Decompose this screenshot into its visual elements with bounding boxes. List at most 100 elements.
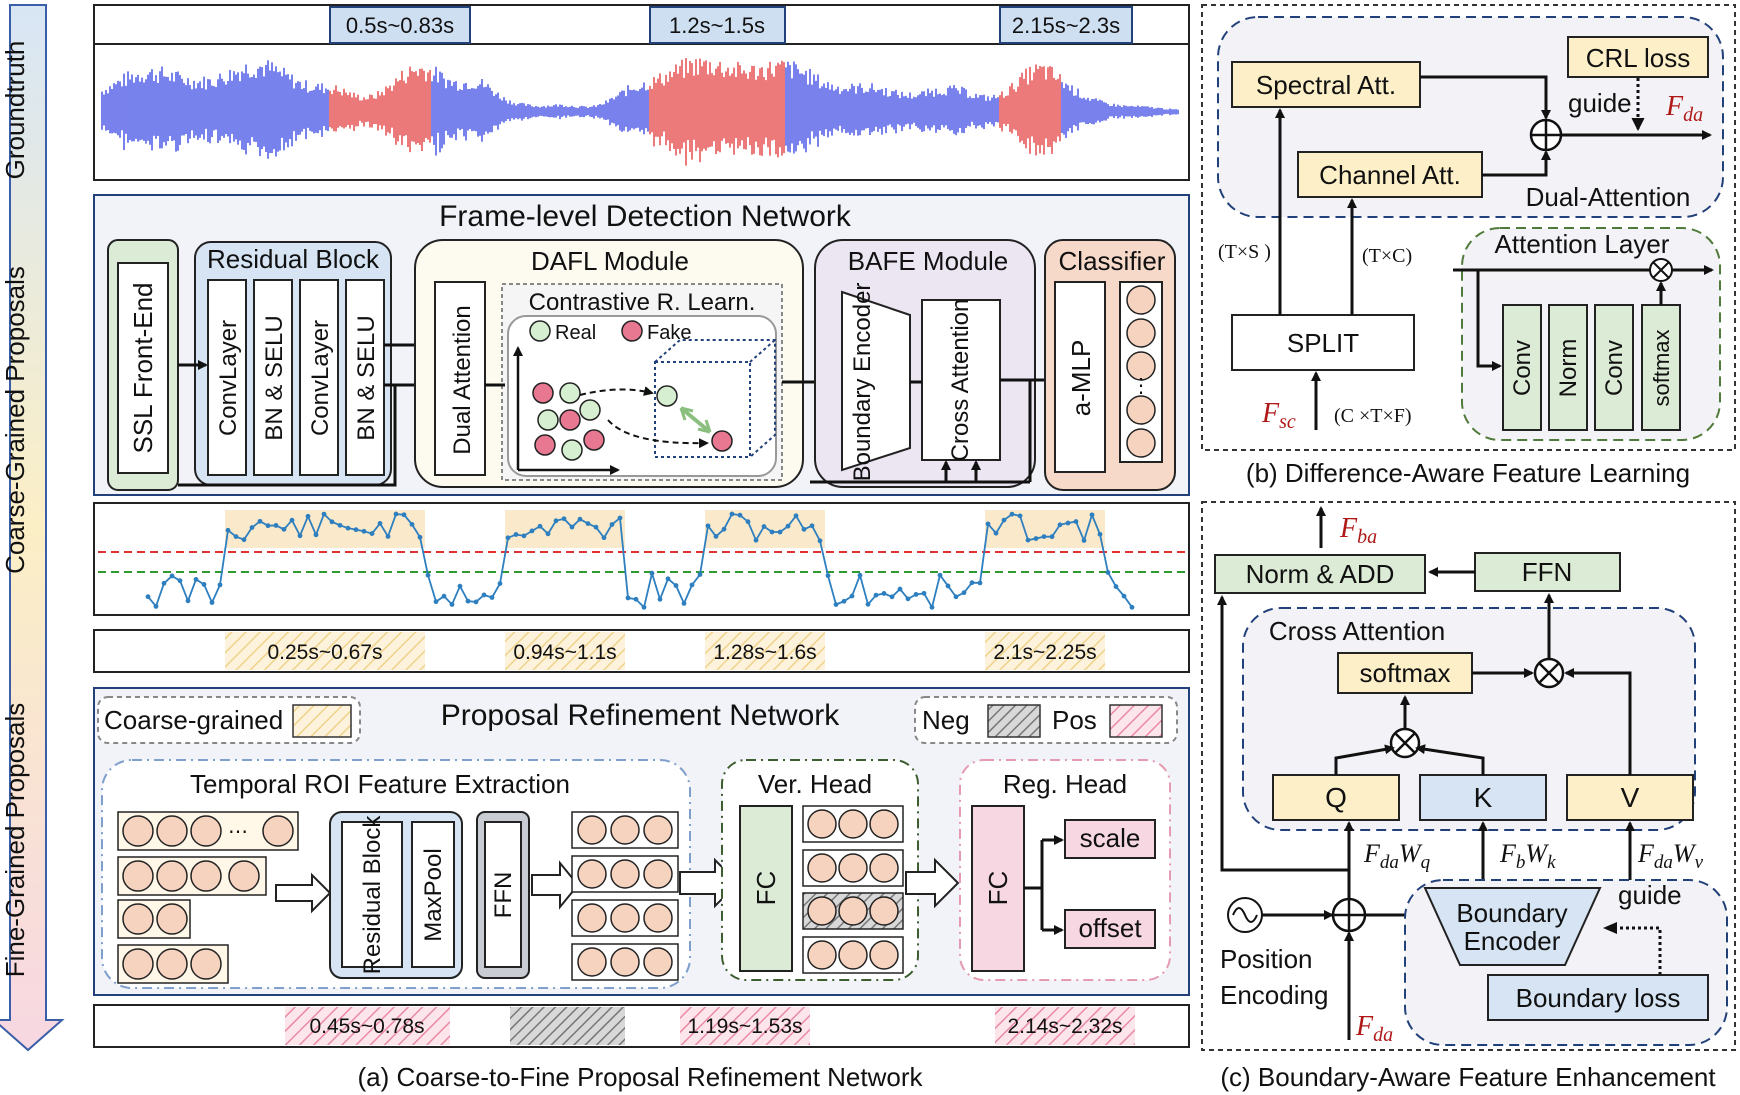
- gt-segment: 0.5s~0.83s: [329, 6, 471, 44]
- fba-output-label: Fba: [1339, 513, 1377, 548]
- fdn-title: Frame-level Detection Network: [439, 200, 852, 233]
- svg-text:0.45s~0.78s: 0.45s~0.78s: [309, 1015, 424, 1038]
- prn-ffn-block: FFN: [490, 872, 517, 919]
- dual-attention-block: Dual Attention: [449, 305, 476, 454]
- ver-head-outputs: [802, 805, 904, 974]
- a-mlp-label: a-MLP: [1066, 340, 1096, 417]
- fda-wv-label: FdaWv: [1637, 839, 1704, 873]
- coarse-segment: 2.1s~2.25s: [985, 632, 1105, 670]
- residual-layer: ConvLayer: [215, 320, 242, 436]
- svg-text:Real: Real: [555, 322, 596, 344]
- boundary-encoder-label: Boundary Encoder: [849, 283, 876, 482]
- v-block: V: [1621, 782, 1640, 813]
- panel-boundary-aware: Fba Norm & ADD FFN Cross Attention softm…: [1201, 501, 1736, 1092]
- ver-head-title: Ver. Head: [758, 769, 872, 799]
- svg-text:0.5s~0.83s: 0.5s~0.83s: [346, 13, 454, 38]
- attention-layer-label: Attention Layer: [1495, 229, 1670, 259]
- att-layer-block: Conv: [1509, 340, 1536, 396]
- svg-text:0.94s~1.1s: 0.94s~1.1s: [513, 641, 616, 664]
- frame-score-line: [145, 511, 1135, 610]
- offset-output: offset: [1078, 913, 1142, 943]
- att-layer-block: Conv: [1601, 340, 1628, 396]
- ver-fc-block: FC: [751, 871, 781, 906]
- legend-coarse-swatch: [292, 704, 352, 738]
- maxpool-block: MaxPool: [420, 848, 447, 941]
- gt-segment: 2.15s~2.3s: [999, 6, 1133, 44]
- reg-fc-block: FC: [983, 871, 1013, 906]
- softmax-block-c: softmax: [1359, 658, 1450, 688]
- fine-negative-segment: [510, 1007, 625, 1045]
- residual-layer: BN & SELU: [353, 315, 380, 440]
- side-label-fine: Fine-Grained Proposals: [0, 703, 30, 978]
- boundary-loss: Boundary loss: [1516, 983, 1681, 1013]
- prn-title: Proposal Refinement Network: [441, 699, 841, 732]
- fine-segment: 0.45s~0.78s: [285, 1007, 450, 1045]
- svg-text:2.1s~2.25s: 2.1s~2.25s: [993, 641, 1096, 664]
- att-layer-block: softmax: [1649, 329, 1674, 406]
- roi-pooled-features: [571, 811, 679, 981]
- frame-level-detection-network: Frame-level Detection Network SSL Front-…: [93, 194, 1190, 496]
- cross-attention-label: Cross Attention: [947, 299, 974, 462]
- residual-layer: BN & SELU: [261, 315, 288, 440]
- boundary-encoder-c: Boundary: [1456, 898, 1567, 928]
- legend-coarse-label: Coarse-grained: [104, 705, 283, 735]
- output-neurons: [1126, 285, 1156, 458]
- caption-c: (c) Boundary-Aware Feature Enhancement: [1220, 1062, 1716, 1092]
- gt-segment: 1.2s~1.5s: [649, 6, 786, 44]
- dim-t-s: (T×S ): [1218, 241, 1271, 263]
- fine-proposals-bar: 0.45s~0.78s 1.19s~1.53s 2.14s~2.32s: [93, 1004, 1190, 1048]
- fb-wk-label: FbWk: [1499, 839, 1556, 873]
- svg-text:1.28s~1.6s: 1.28s~1.6s: [713, 641, 816, 664]
- att-layer-block: Norm: [1555, 339, 1582, 398]
- svg-text:⋮: ⋮: [1131, 375, 1151, 397]
- residual-layer: ConvLayer: [307, 320, 334, 436]
- spectral-att: Spectral Att.: [1256, 70, 1396, 100]
- position-encoding-label: Encoding: [1220, 980, 1328, 1010]
- svg-text:Fake: Fake: [647, 322, 691, 344]
- audio-waveform: [101, 58, 1179, 166]
- fine-segment: 2.14s~2.32s: [995, 1007, 1135, 1045]
- k-block: K: [1474, 782, 1493, 813]
- side-label-groundtruth: Groundtruth: [0, 41, 30, 180]
- fsc-input-label: Fsc: [1261, 398, 1296, 433]
- svg-text:2.14s~2.32s: 2.14s~2.32s: [1007, 1015, 1122, 1038]
- reg-head-title: Reg. Head: [1003, 769, 1127, 799]
- channel-att: Channel Att.: [1319, 160, 1461, 190]
- q-block: Q: [1325, 782, 1347, 813]
- svg-text:⋯: ⋯: [228, 821, 248, 843]
- embedding-scatter: [532, 382, 605, 461]
- legend-pos-label: Pos: [1052, 705, 1097, 735]
- legend-neg-label: Neg: [922, 705, 970, 735]
- legend-pos-swatch: [1109, 704, 1163, 738]
- svg-text:1.19s~1.53s: 1.19s~1.53s: [687, 1015, 802, 1038]
- coarse-segment: 1.28s~1.6s: [705, 632, 825, 670]
- panel-difference-aware: CRL loss Spectral Att. Channel Att. guid…: [1201, 4, 1736, 488]
- ssl-front-end: SSL Front-End: [128, 282, 158, 453]
- guide-label-b: guide: [1568, 88, 1632, 118]
- frame-score-curve-panel: [93, 502, 1190, 616]
- svg-text:1.2s~1.5s: 1.2s~1.5s: [669, 13, 765, 38]
- ffn-block-c: FFN: [1522, 557, 1573, 587]
- scale-output: scale: [1080, 823, 1141, 853]
- guide-label-c: guide: [1618, 880, 1682, 910]
- coarse-segment: 0.25s~0.67s: [225, 632, 425, 670]
- fda-wq-label: FdaWq: [1363, 839, 1431, 873]
- dual-attention-label: Dual-Attention: [1526, 182, 1691, 212]
- prn-residual-block: Residual Block: [359, 815, 386, 975]
- side-label-coarse: Coarse-Grained Proposals: [0, 266, 30, 574]
- groundtruth-panel: 0.5s~0.83s 1.2s~1.5s 2.15s~2.3s: [93, 4, 1190, 181]
- coarse-proposals-bar: 0.25s~0.67s 0.94s~1.1s 1.28s~1.6s 2.1s~2…: [93, 629, 1190, 673]
- svg-text:2.15s~2.3s: 2.15s~2.3s: [1012, 13, 1120, 38]
- contrastive-learning-title: Contrastive R. Learn.: [529, 289, 756, 316]
- fda-input-label: Fda: [1355, 1011, 1393, 1046]
- crl-loss: CRL loss: [1586, 43, 1691, 73]
- side-progress-arrow: Groundtruth Coarse-Grained Proposals Fin…: [0, 4, 65, 1052]
- dim-t-c: (T×C): [1362, 245, 1412, 267]
- dafl-title: DAFL Module: [531, 246, 689, 276]
- troi-title: Temporal ROI Feature Extraction: [190, 769, 570, 799]
- roi-features: ⋯: [117, 811, 299, 984]
- fine-segment: 1.19s~1.53s: [680, 1007, 810, 1045]
- position-encoding-label: Position: [1220, 944, 1313, 974]
- classifier-title: Classifier: [1059, 246, 1166, 276]
